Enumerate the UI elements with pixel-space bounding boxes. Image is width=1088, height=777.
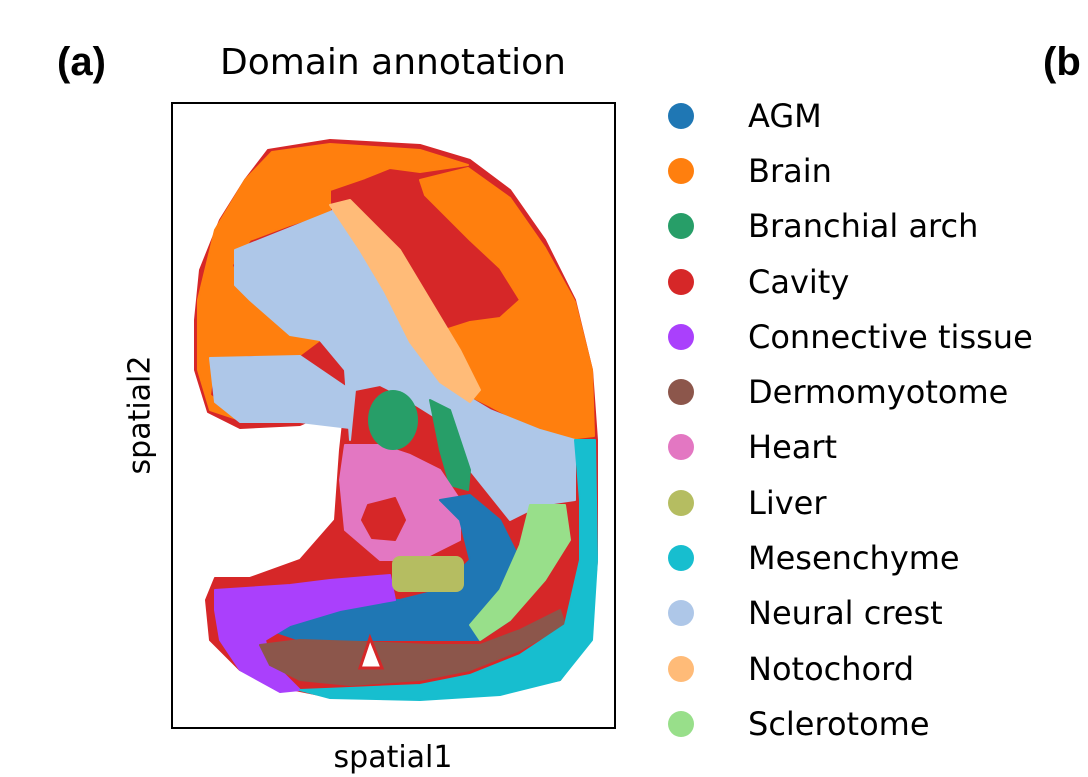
legend-item: Dermomyotome bbox=[668, 364, 1033, 419]
legend-marker bbox=[668, 323, 694, 350]
next-panel-label: (b bbox=[1043, 40, 1081, 84]
legend-marker bbox=[668, 102, 694, 129]
legend-marker bbox=[668, 268, 694, 295]
region-liver bbox=[392, 556, 464, 592]
legend-label: Sclerotome bbox=[748, 704, 930, 743]
region-notochord bbox=[329, 199, 481, 403]
legend-item: Liver bbox=[668, 475, 1033, 530]
plot-axes bbox=[171, 102, 616, 729]
region-cavity bbox=[361, 497, 406, 541]
region-sclerotome bbox=[469, 504, 571, 641]
legend-label: Branchial arch bbox=[748, 207, 979, 246]
region-branchial-arch bbox=[368, 390, 418, 450]
legend-marker bbox=[668, 434, 694, 461]
legend-marker bbox=[668, 545, 694, 572]
legend-item: Branchial arch bbox=[668, 199, 1033, 254]
legend-item: Mesenchyme bbox=[668, 530, 1033, 585]
x-axis-label: spatial1 bbox=[333, 740, 453, 775]
legend-label: AGM bbox=[748, 96, 822, 135]
legend-marker bbox=[668, 489, 694, 516]
legend-item: Connective tissue bbox=[668, 309, 1033, 364]
legend-marker bbox=[668, 600, 694, 627]
legend-marker bbox=[668, 213, 694, 240]
region-branchial-arch bbox=[429, 399, 471, 491]
panel-label: (a) bbox=[57, 40, 106, 84]
legend-label: Connective tissue bbox=[748, 317, 1033, 356]
legend-item: Heart bbox=[668, 420, 1033, 475]
chart-title: Domain annotation bbox=[220, 42, 566, 83]
region-mesenchyme bbox=[299, 439, 598, 701]
legend-label: Notochord bbox=[748, 649, 914, 688]
legend-marker bbox=[668, 655, 694, 682]
region-neural-crest bbox=[209, 355, 351, 429]
legend-item: AGM bbox=[668, 88, 1033, 143]
legend-marker bbox=[668, 710, 694, 737]
region-connective-tissue bbox=[214, 574, 396, 693]
legend-item: Cavity bbox=[668, 254, 1033, 309]
legend-item: Brain bbox=[668, 143, 1033, 198]
legend-marker bbox=[668, 157, 694, 184]
legend-label: Mesenchyme bbox=[748, 539, 960, 578]
legend-label: Liver bbox=[748, 483, 827, 522]
legend-item: Neural crest bbox=[668, 586, 1033, 641]
tissue-gap bbox=[357, 633, 385, 670]
legend-label: Dermomyotome bbox=[748, 373, 1009, 412]
legend-label: Brain bbox=[748, 151, 832, 190]
legend-item: Sclerotome bbox=[668, 696, 1033, 751]
legend-label: Cavity bbox=[748, 262, 850, 301]
legend-marker bbox=[668, 379, 694, 406]
legend-label: Heart bbox=[748, 428, 838, 467]
legend-label: Neural crest bbox=[748, 594, 943, 633]
legend-item: Notochord bbox=[668, 641, 1033, 696]
